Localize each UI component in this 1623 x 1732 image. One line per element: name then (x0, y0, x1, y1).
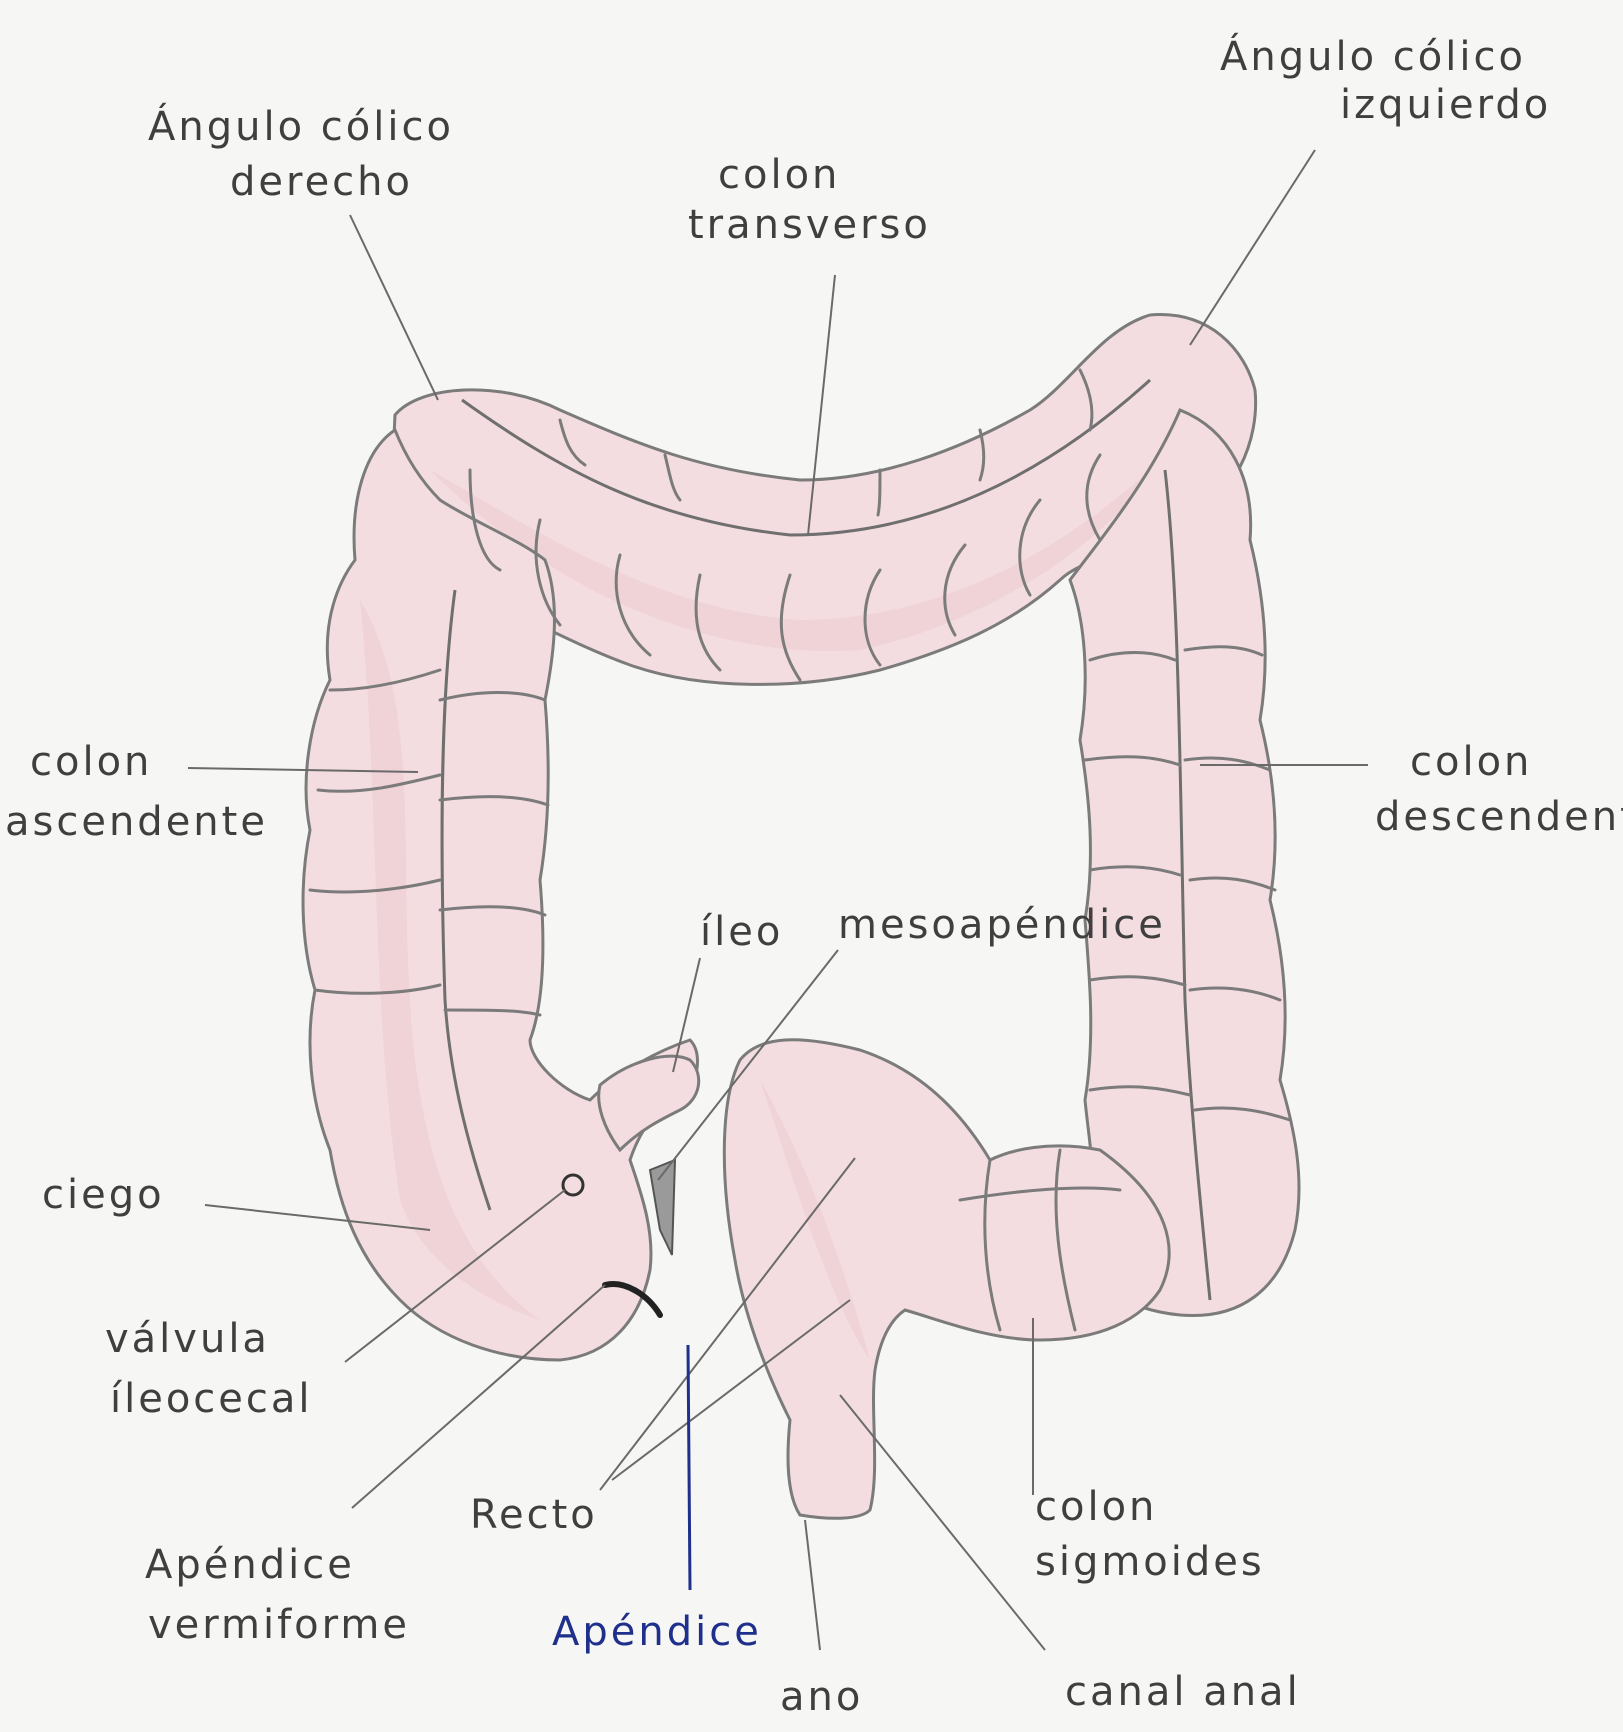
ileo-shape (599, 1056, 699, 1150)
label-angulo-izquierdo-1: Ángulo cólico (1220, 32, 1526, 80)
label-colon-transverso-1: colon (718, 152, 840, 198)
label-valvula-2: íleocecal (110, 1376, 313, 1422)
label-colon-sigmoides-2: sigmoides (1035, 1539, 1265, 1585)
leader-angulo-izquierdo (1190, 150, 1315, 345)
label-apendice-vermiforme-1: Apéndice (145, 1542, 355, 1588)
label-apendice: Apéndice (552, 1609, 762, 1655)
label-angulo-derecho-2: derecho (230, 159, 413, 205)
label-ano: ano (780, 1674, 863, 1720)
label-angulo-izquierdo-2: izquierdo (1340, 82, 1551, 128)
label-ciego: ciego (42, 1172, 165, 1218)
leader-canal-anal (840, 1395, 1045, 1650)
leader-angulo-derecho (350, 215, 438, 400)
label-canal-anal: canal anal (1065, 1669, 1301, 1715)
valvula-ileocecal-shape (563, 1175, 583, 1195)
leader-apendice-blue (688, 1345, 690, 1590)
label-colon-descendente-1: colon (1410, 739, 1532, 785)
label-valvula-1: válvula (105, 1316, 270, 1362)
label-ileo: íleo (700, 909, 783, 955)
label-colon-descendente-2: descendente (1375, 794, 1623, 840)
label-colon-transverso-2: transverso (688, 202, 931, 248)
label-recto: Recto (470, 1492, 598, 1538)
label-colon-ascendente-1: colon (30, 739, 152, 785)
label-mesoapendice: mesoapéndice (838, 902, 1166, 948)
label-angulo-derecho-1: Ángulo cólico (148, 102, 454, 150)
label-colon-sigmoides-1: colon (1035, 1484, 1157, 1530)
leader-ano (805, 1520, 820, 1650)
label-apendice-vermiforme-2: vermiforme (148, 1602, 410, 1648)
label-colon-ascendente-2: ascendente (5, 799, 268, 845)
